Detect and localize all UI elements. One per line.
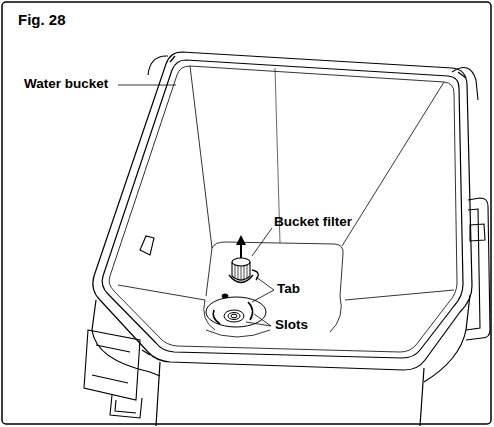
drawing-stroke [213,310,220,324]
drawing-stroke [222,294,228,298]
drawing-stroke [256,277,274,290]
bucket-filter [229,240,258,283]
part-label: Water bucket [24,77,108,92]
drawing-stroke [115,400,136,413]
drawing-stroke [142,56,466,355]
drawing-stroke [470,224,485,241]
drawing-stroke [232,258,250,266]
handles [140,56,490,340]
part-label: Slots [275,318,308,333]
drawing-stroke [252,228,272,256]
drawing-stroke [92,330,466,382]
drawing-stroke [246,322,271,326]
drawing-stroke [92,345,130,383]
drawing-stroke [235,265,247,281]
drawing-stroke [92,295,470,426]
drawing-stroke [254,314,271,326]
drawing-stroke [231,314,237,318]
drain-slots [206,294,270,337]
drawing-stroke [466,209,480,330]
part-label: Tab [277,282,300,297]
latch [84,330,142,418]
drawing-stroke [148,56,168,75]
drawing-stroke [228,313,240,320]
drawing-stroke [84,330,140,400]
drawing-stroke [240,240,242,258]
figure-frame [2,2,491,424]
drawing-stroke [109,66,457,352]
part-label: Bucket filter [274,215,352,230]
drawing-stroke [252,290,274,302]
drawing-stroke [110,395,142,418]
drawing-stroke [232,262,250,280]
drawing-stroke [466,198,490,340]
drawing-stroke [206,297,266,327]
drawing-stroke [102,60,463,358]
drawing-stroke [206,242,343,296]
drawing-stroke [252,270,258,280]
figure-title: Fig. 28 [18,12,66,29]
drawing-stroke [206,330,270,337]
drawing-stroke [93,52,472,370]
drawing-stroke [452,68,478,101]
drawing-stroke [204,296,342,332]
drawing-stroke [140,236,154,255]
drawing-stroke [229,275,253,283]
drawing-stroke [248,302,253,320]
drawing-stroke [224,310,244,322]
bucket-body [92,52,472,426]
drawing-stroke [118,66,454,300]
leader-lines [118,85,274,326]
drawing-stroke [118,85,176,86]
